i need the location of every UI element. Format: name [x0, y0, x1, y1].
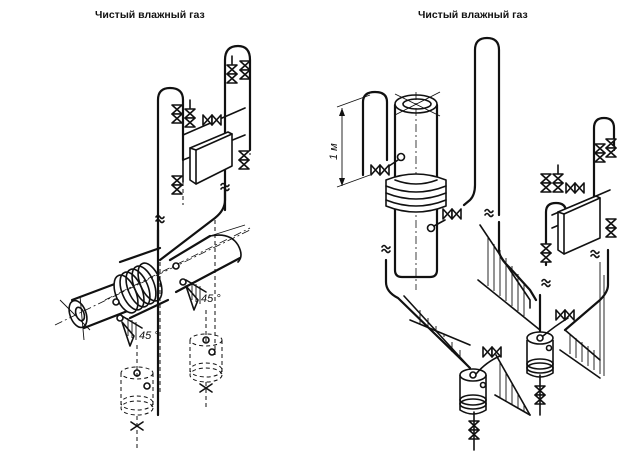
valve-icon [370, 164, 390, 176]
valve-icon [171, 104, 183, 124]
drain-valve-icon [238, 150, 250, 170]
valve-icon [552, 173, 564, 193]
left-installation: 45 ° 45 ° [54, 44, 252, 450]
dimension-label: 1 м [328, 143, 340, 160]
analyzer-box [189, 131, 233, 185]
sampling-tap [426, 223, 436, 233]
right-panel-title: Чистый влажный газ [418, 9, 528, 21]
condensate-pot-left [459, 346, 502, 451]
sampling-tap [172, 262, 180, 270]
condensate-pot-left [120, 366, 154, 450]
angle-support-right [185, 279, 207, 311]
horizontal-pipeline [54, 224, 251, 341]
valve-icon [184, 108, 196, 128]
hatched-support [403, 295, 471, 369]
valve-icon [202, 114, 222, 126]
sampling-tap [179, 278, 187, 286]
valve-icon [442, 208, 462, 220]
pipe-break-icon [381, 244, 391, 254]
hatched-support [494, 354, 531, 416]
left-u-loop-small [156, 86, 185, 417]
pipe-break-icon [541, 278, 551, 288]
sampling-tap [396, 152, 406, 162]
left-panel-title: Чистый влажный газ [95, 9, 205, 21]
valve-icon [594, 143, 606, 163]
vertical-pipeline [381, 91, 447, 290]
valve-icon [482, 346, 502, 358]
analyzer-box [557, 195, 601, 255]
valve-icon [226, 64, 238, 84]
right-installation: 1 м [328, 36, 617, 451]
pipe-break-icon [484, 208, 494, 218]
hatched-support [477, 224, 541, 331]
valve-icon [565, 182, 585, 194]
condensate-pot-right [526, 309, 575, 416]
angle-label-45-left: 45 ° [139, 330, 159, 342]
hatched-support [559, 262, 605, 379]
left-u-loop-tall [223, 44, 252, 212]
valve-icon [540, 173, 552, 193]
dimension-1m: 1 м [328, 94, 371, 188]
pipe-end-icon [68, 299, 88, 329]
valve-icon [555, 309, 575, 321]
valve-icon [239, 60, 251, 80]
condensate-pot-right [189, 333, 223, 410]
drain-valve-icon [605, 218, 617, 238]
pipe-break-icon [590, 249, 600, 259]
angle-label-45-right: 45 ° [201, 293, 221, 305]
angle-support-left [121, 315, 143, 347]
drain-valve-icon [540, 243, 552, 263]
drain-valve-icon [171, 175, 183, 195]
sampling-tap [112, 298, 120, 306]
